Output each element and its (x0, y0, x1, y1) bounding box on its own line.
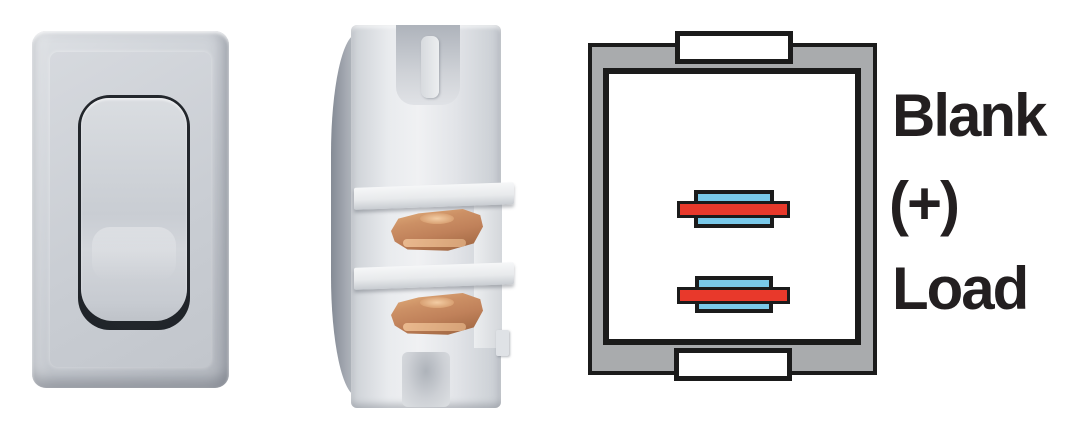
spade-terminal-crimp (419, 212, 455, 224)
label-load: Load (892, 255, 1029, 322)
blank-tab-bottom (674, 348, 792, 381)
switch-rocker (81, 98, 187, 321)
terminal-symbol-load-red (677, 287, 790, 304)
mounting-clip-top-pin (421, 36, 439, 98)
spade-terminal-crimp (419, 296, 455, 308)
spade-terminal-reflection (402, 323, 466, 332)
spade-terminal-reflection (402, 239, 466, 248)
terminal-symbol-positive-red (677, 201, 790, 218)
blank-tab-top (675, 31, 793, 64)
side-latch-tab (496, 330, 509, 356)
label-blank: Blank (892, 82, 1047, 149)
rocker-highlight (91, 227, 177, 281)
switch-rocker-recess (78, 95, 190, 330)
mounting-clip-bottom-notch (402, 352, 450, 407)
label-positive: (+) (889, 170, 960, 237)
